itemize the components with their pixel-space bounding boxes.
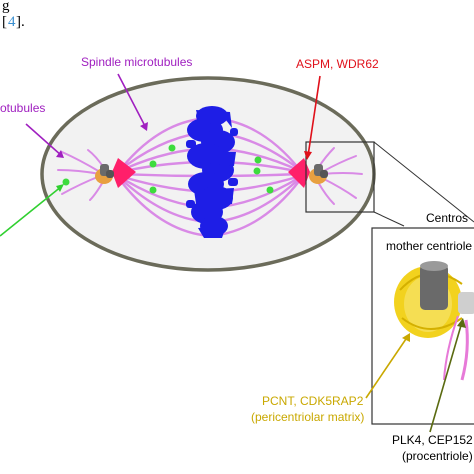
spindle-microtubules-label: Spindle microtubules xyxy=(81,55,192,69)
procentriole-inset xyxy=(458,292,474,314)
astral-microtubules-label: otubules xyxy=(0,101,45,115)
green-pointer-line xyxy=(0,184,64,237)
aspm-wdr62-label: ASPM, WDR62 xyxy=(296,57,379,71)
caption-fragment: g xyxy=(2,0,10,14)
zoom-line-top xyxy=(373,141,474,223)
caption-bracket-open: [ xyxy=(2,14,7,30)
centrosome-right xyxy=(309,164,328,184)
plk4-sublabel: (procentriole) xyxy=(402,449,473,463)
zoom-box xyxy=(305,141,375,213)
caption-bracket-close: ]. xyxy=(16,14,25,30)
green-dots xyxy=(62,144,274,194)
inset-centrosome xyxy=(394,261,474,381)
zoom-line-bottom xyxy=(373,211,405,227)
spindle-pole-right xyxy=(288,158,310,188)
mother-centriole-label: mother centriole xyxy=(386,239,472,253)
citation-link[interactable]: 4 xyxy=(8,14,16,30)
pcnt-arrow xyxy=(365,333,410,399)
aspm-wdr62-arrow xyxy=(304,75,321,160)
plk4-arrow xyxy=(429,318,466,433)
mother-centriole-inset xyxy=(420,264,448,310)
spindle-pole-left xyxy=(112,158,136,188)
pcnt-sublabel: (pericentriolar matrix) xyxy=(251,410,364,424)
centrosome-left xyxy=(95,164,114,184)
pcnt-label: PCNT, CDK5RAP2 xyxy=(262,394,364,408)
plk4-label: PLK4, CEP152 xyxy=(392,433,473,447)
spindle-microtubules-arrow xyxy=(117,73,148,131)
centrosome-title: Centros xyxy=(426,211,468,225)
chromosomes xyxy=(186,106,238,238)
astral-microtubules-arrow xyxy=(25,123,64,158)
